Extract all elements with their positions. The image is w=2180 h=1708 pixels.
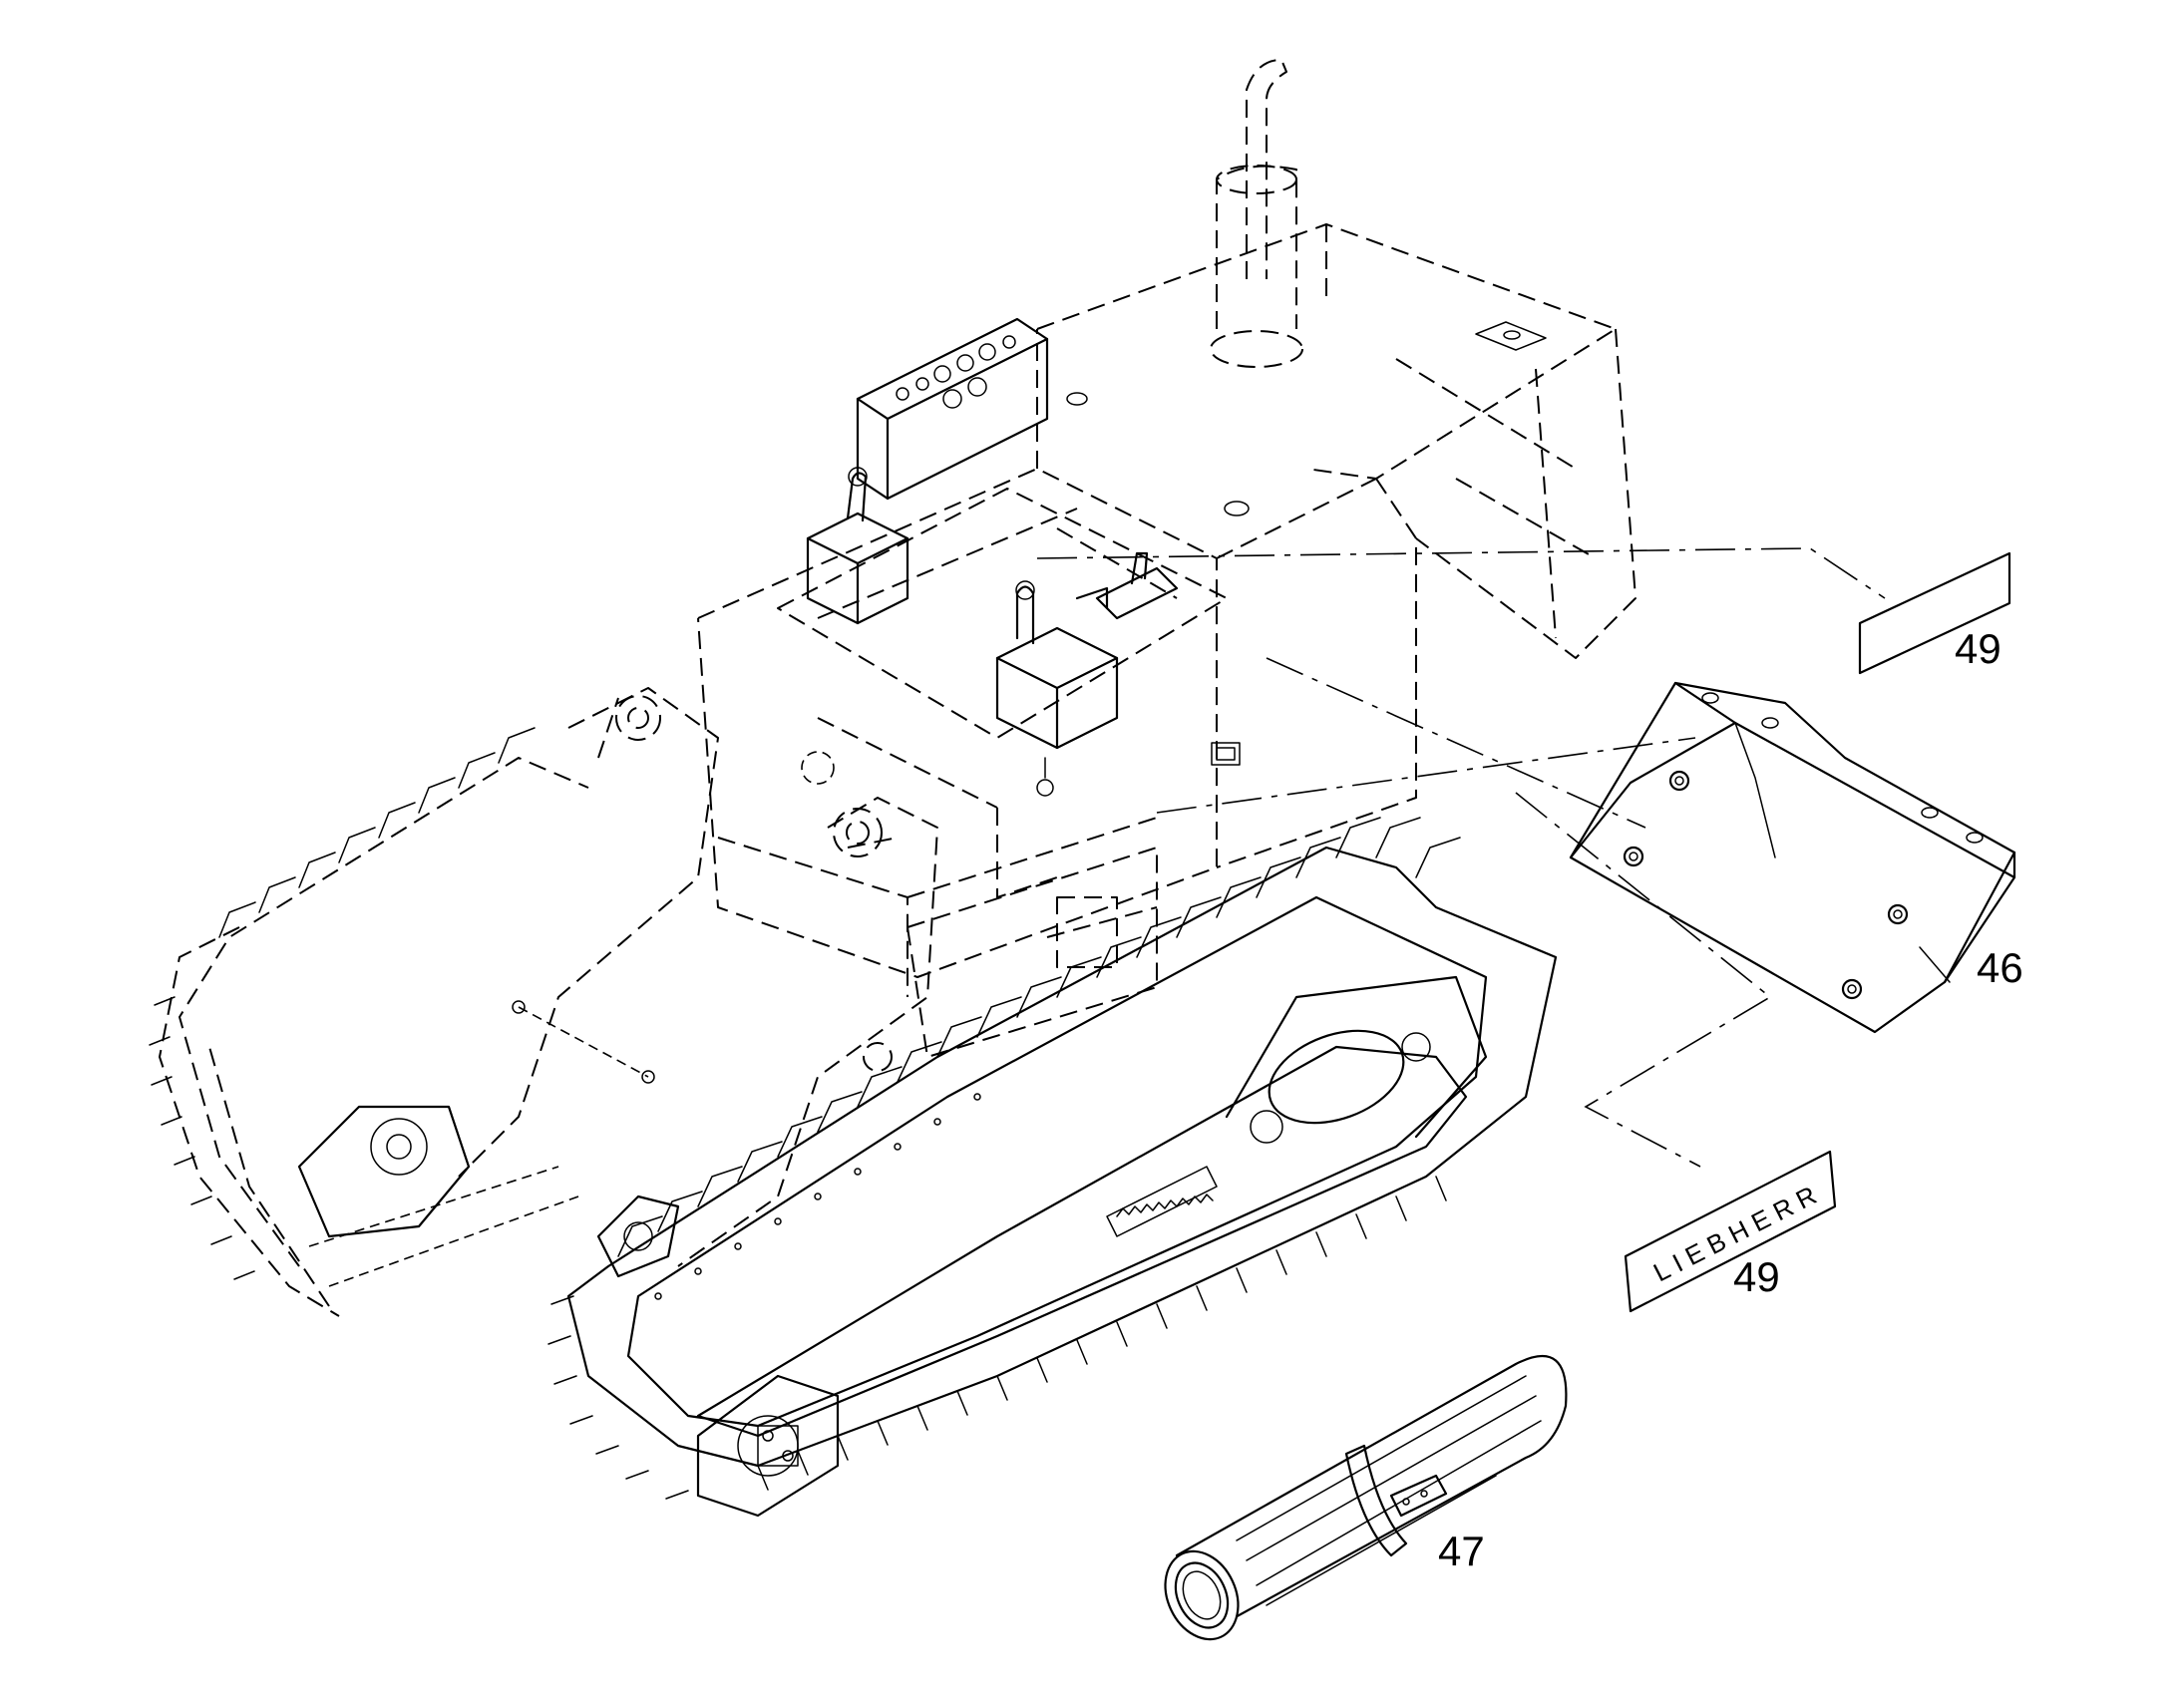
main-body xyxy=(697,223,1636,1058)
callout-49-top: 49 xyxy=(1955,625,2001,672)
right-track xyxy=(547,817,1558,1518)
liebherr-decal-part-49: LIEBHERR xyxy=(1624,1150,1837,1313)
callout-47: 47 xyxy=(1438,1528,1485,1574)
callout-49-bottom: 49 xyxy=(1733,1253,1780,1300)
counterweight-part-46 xyxy=(1569,681,2016,1034)
left-track xyxy=(149,727,589,1317)
operator-area xyxy=(777,317,1250,797)
documents-roll-part-47 xyxy=(1164,1354,1568,1641)
leader-lines xyxy=(1036,547,1886,1168)
right-lift-arm xyxy=(596,797,938,1278)
exhaust-stack xyxy=(1210,59,1303,368)
callout-46: 46 xyxy=(1977,944,2023,991)
callout-labels: 49 46 49 47 xyxy=(1438,625,2023,1574)
left-lift-arm xyxy=(458,687,719,1178)
decal-part-49 xyxy=(1858,551,2011,675)
